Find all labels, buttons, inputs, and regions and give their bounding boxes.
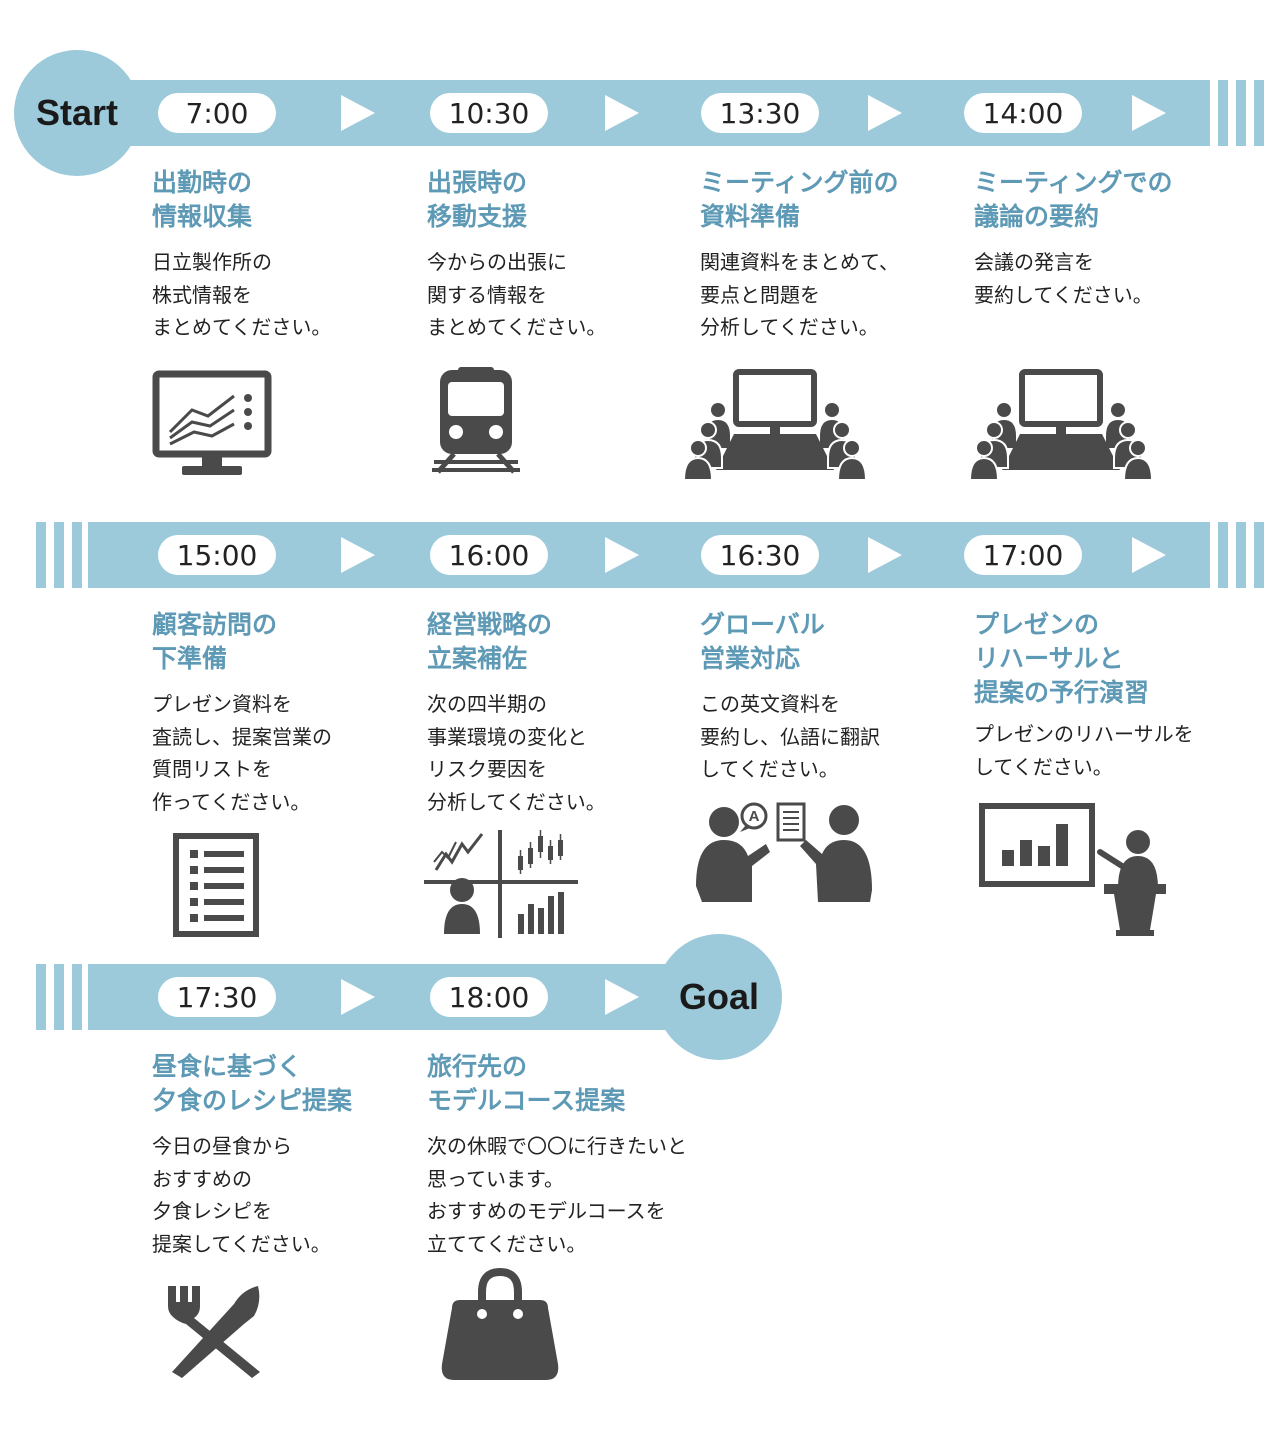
step-card: プレゼンの リハーサルと 提案の予行演習 プレゼンのリハーサルを してください。	[974, 608, 1264, 783]
arrow-icon	[341, 537, 375, 573]
step-card: 顧客訪問の 下準備 プレゼン資料を 査読し、提案営業の 質問リストを 作ってくだ…	[152, 608, 417, 818]
cutlery-icon	[162, 1282, 266, 1378]
step-title: 顧客訪問の 下準備	[152, 610, 278, 673]
arrow-icon	[605, 95, 639, 131]
time-pill: 14:00	[964, 93, 1082, 133]
checklist-icon	[172, 832, 260, 938]
analysis-icon	[424, 830, 578, 938]
step-description: 次の四半期の 事業環境の変化と リスク要因を 分析してください。	[427, 692, 606, 814]
band-continuation-stripes	[36, 964, 82, 1030]
time-pill: 10:30	[430, 93, 548, 133]
step-card: 旅行先の モデルコース提案 次の休暇で〇〇に行きたいと 思っています。 おすすめ…	[427, 1050, 747, 1260]
step-title: ミーティングでの 議論の要約	[974, 168, 1173, 231]
step-card: 出張時の 移動支援 今からの出張に 関する情報を まとめてください。	[427, 166, 692, 344]
meeting-icon	[684, 368, 866, 482]
goal-marker: Goal	[656, 934, 782, 1060]
step-description: 今からの出張に 関する情報を まとめてください。	[427, 250, 607, 339]
band-continuation-stripes	[36, 522, 82, 588]
time-pill: 15:00	[158, 535, 276, 575]
step-description: プレゼン資料を 査読し、提案営業の 質問リストを 作ってください。	[152, 692, 332, 814]
arrow-icon	[605, 979, 639, 1015]
bag-icon	[438, 1268, 562, 1382]
step-description: 次の休暇で〇〇に行きたいと 思っています。 おすすめのモデルコースを 立ててくだ…	[427, 1134, 687, 1256]
step-card: ミーティングでの 議論の要約 会議の発言を 要約してください。	[974, 166, 1254, 311]
translation-icon: A	[694, 800, 874, 904]
step-title: 経営戦略の 立案補佐	[427, 610, 553, 673]
step-description: この英文資料を 要約し、仏語に翻訳 してください。	[700, 692, 880, 781]
step-description: 今日の昼食から おすすめの 夕食レシピを 提案してください。	[152, 1134, 331, 1256]
step-title: グローバル 営業対応	[700, 610, 825, 673]
band-continuation-stripes	[1218, 522, 1264, 588]
arrow-icon	[868, 95, 902, 131]
step-title: 出勤時の 情報収集	[152, 168, 253, 231]
time-pill: 13:30	[701, 93, 819, 133]
band-continuation-stripes	[1218, 80, 1264, 146]
time-pill: 16:00	[430, 535, 548, 575]
meeting-icon	[970, 368, 1152, 482]
step-title: 昼食に基づく 夕食のレシピ提案	[152, 1052, 353, 1115]
step-description: プレゼンのリハーサルを してください。	[974, 722, 1194, 779]
step-title: 出張時の 移動支援	[427, 168, 528, 231]
step-title: プレゼンの リハーサルと 提案の予行演習	[974, 610, 1150, 707]
time-pill: 7:00	[158, 93, 276, 133]
arrow-icon	[341, 95, 375, 131]
step-description: 関連資料をまとめて、 要点と問題を 分析してください。	[700, 250, 899, 339]
step-card: 経営戦略の 立案補佐 次の四半期の 事業環境の変化と リスク要因を 分析してくだ…	[427, 608, 692, 818]
svg-text:A: A	[749, 808, 760, 825]
time-pill: 16:30	[701, 535, 819, 575]
start-marker: Start	[14, 50, 140, 176]
presentation-icon	[978, 802, 1168, 938]
time-pill: 18:00	[430, 977, 548, 1017]
step-card: 出勤時の 情報収集 日立製作所の 株式情報を まとめてください。	[152, 166, 417, 344]
step-card: グローバル 営業対応 この英文資料を 要約し、仏語に翻訳 してください。	[700, 608, 965, 786]
arrow-icon	[605, 537, 639, 573]
time-pill: 17:30	[158, 977, 276, 1017]
step-card: ミーティング前の 資料準備 関連資料をまとめて、 要点と問題を 分析してください…	[700, 166, 965, 344]
train-icon	[428, 366, 524, 476]
arrow-icon	[1132, 95, 1166, 131]
arrow-icon	[1132, 537, 1166, 573]
step-card: 昼食に基づく 夕食のレシピ提案 今日の昼食から おすすめの 夕食レシピを 提案し…	[152, 1050, 417, 1260]
arrow-icon	[341, 979, 375, 1015]
time-pill: 17:00	[964, 535, 1082, 575]
step-description: 日立製作所の 株式情報を まとめてください。	[152, 250, 332, 339]
step-description: 会議の発言を 要約してください。	[974, 250, 1153, 307]
step-title: 旅行先の モデルコース提案	[427, 1052, 626, 1115]
step-title: ミーティング前の 資料準備	[700, 168, 899, 231]
monitor-chart-icon	[152, 370, 272, 478]
arrow-icon	[868, 537, 902, 573]
